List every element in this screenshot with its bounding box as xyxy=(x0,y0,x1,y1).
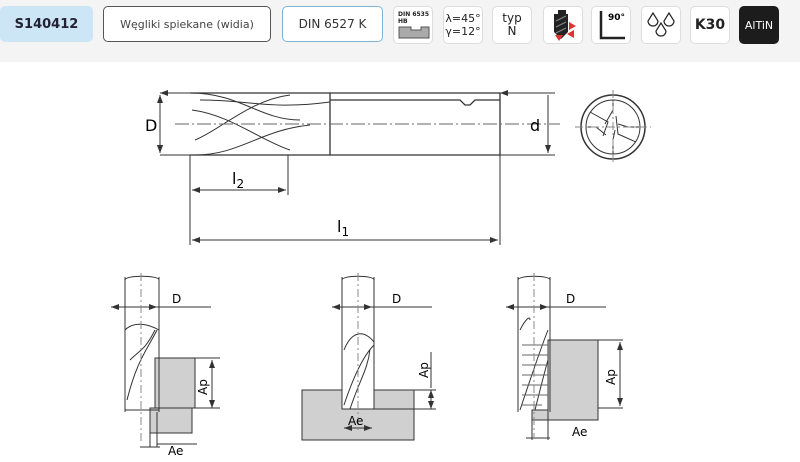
op2-Ae-label: Ae xyxy=(348,414,363,428)
op1-Ae-label: Ae xyxy=(168,444,183,458)
product-code: S140412 xyxy=(0,6,93,42)
type-label: typ xyxy=(502,11,522,25)
shank-std-label: DIN 6535 xyxy=(398,11,430,18)
corner-angle-icon: 90° xyxy=(591,6,631,44)
type-value: N xyxy=(507,24,517,38)
l1-label: l1 xyxy=(337,217,349,239)
op3-Ap-label: Ap xyxy=(604,369,618,385)
shank-d-label: d xyxy=(530,116,540,135)
op2-Ap-label: Ap xyxy=(417,362,431,378)
coating-badge: AlTiN xyxy=(739,6,779,44)
op1-D-label: D xyxy=(172,292,181,306)
angle-icon: λ=45°γ=12° xyxy=(443,6,483,44)
grade-badge: K30 xyxy=(690,6,730,44)
l2-label: l2 xyxy=(232,169,244,191)
diameter-D-label: D xyxy=(145,116,157,135)
material-badge: Węgliki spiekane (widia) xyxy=(103,6,271,42)
l2-subscript: 2 xyxy=(236,177,244,191)
standard-badge: DIN 6527 K xyxy=(282,6,383,42)
op3-Ae-label: Ae xyxy=(572,425,587,439)
operation-slot-milling: D Ap Ae xyxy=(301,273,436,441)
shank-type-label: HB xyxy=(398,18,408,25)
tool-geometry-icon xyxy=(543,6,583,44)
operation-side-milling: D Ap Ae xyxy=(111,273,220,458)
op2-D-label: D xyxy=(392,292,401,306)
coolant-drops-icon xyxy=(641,6,681,44)
corner-angle-label: 90° xyxy=(608,13,625,23)
shank-standard-icon: DIN 6535 HB xyxy=(393,6,433,44)
op3-D-label: D xyxy=(566,292,575,306)
operation-deep-side-milling: D Ap Ae xyxy=(506,273,623,440)
l2-symbol: l xyxy=(232,169,236,188)
op1-Ap-label: Ap xyxy=(196,379,210,395)
rake-angle: γ=12° xyxy=(445,25,481,38)
helix-angle: λ=45° xyxy=(445,12,481,25)
l1-symbol: l xyxy=(337,217,341,236)
l1-subscript: 1 xyxy=(341,225,349,239)
